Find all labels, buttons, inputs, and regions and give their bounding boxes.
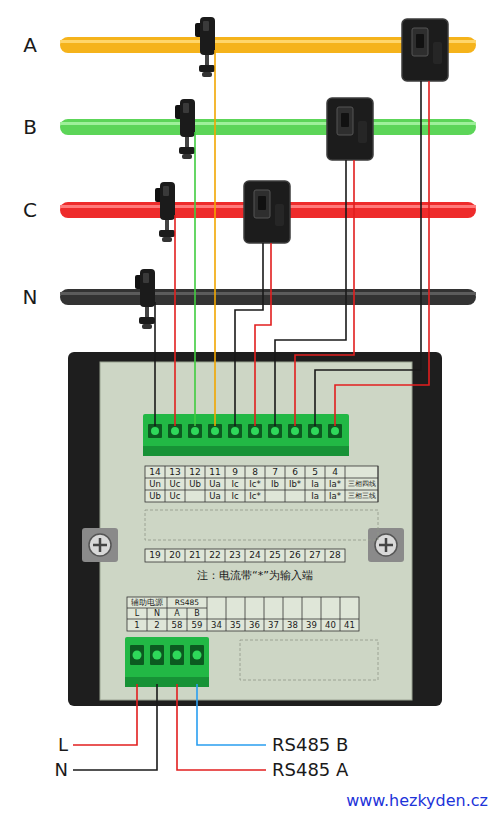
terminal-number: 9	[225, 466, 245, 478]
terminal-signal: Ic*	[245, 490, 265, 502]
terminal-signal: Ia*	[325, 478, 345, 490]
terminal-number: 5	[305, 466, 325, 478]
terminal-number: 11	[205, 466, 225, 478]
terminal-number: 38	[283, 619, 302, 631]
meter-rear-panel	[100, 362, 412, 700]
terminal-signal: Ia*	[325, 490, 345, 502]
terminal-signal: Ua	[205, 490, 225, 502]
current-transformer	[327, 98, 373, 160]
terminal-number: 34	[207, 619, 226, 631]
terminal-number: 8	[245, 466, 265, 478]
phase-label: N	[12, 284, 48, 310]
wire-label: N	[28, 758, 68, 782]
terminal-number: 23	[225, 549, 245, 562]
terminal-number: 14	[145, 466, 165, 478]
wiring-mode: 三相四线	[345, 478, 378, 490]
terminal-signal: Un	[145, 478, 165, 490]
phase-b-cable	[60, 119, 476, 135]
current-wires	[235, 81, 429, 426]
terminal-number: 58	[167, 619, 187, 631]
terminal-number: 22	[205, 549, 225, 562]
terminal-number: 41	[340, 619, 359, 631]
terminal-number: 35	[226, 619, 245, 631]
terminal-signal: Ic*	[245, 478, 265, 490]
terminal-number: 39	[302, 619, 321, 631]
terminal-signal: Ua	[205, 478, 225, 490]
wiring-mode: 三相三线	[345, 490, 378, 502]
current-transformer	[244, 181, 290, 243]
terminal-number-row	[145, 549, 345, 562]
watermark: www.hezkyden.cz	[270, 790, 488, 812]
mounting-clamp	[82, 528, 118, 562]
terminal-number: 21	[185, 549, 205, 562]
wire-label: L	[28, 733, 68, 757]
terminal-signal: Uc	[165, 490, 185, 502]
terminal-signal: A	[167, 608, 187, 619]
terminal-number: 24	[245, 549, 265, 562]
terminal-signal: Uc	[165, 478, 185, 490]
terminal-number: 19	[145, 549, 165, 562]
terminal-number: 27	[305, 549, 325, 562]
terminal-table	[145, 466, 378, 502]
terminal-signal: N	[147, 608, 167, 619]
terminal-number: 4	[325, 466, 345, 478]
terminal-number: 59	[187, 619, 207, 631]
measurement-terminal-block	[143, 414, 349, 456]
table-header: 辅助电源	[127, 597, 167, 608]
mounting-clamp	[368, 528, 404, 562]
terminal-signal: Ub	[185, 478, 205, 490]
terminal-number: 25	[265, 549, 285, 562]
terminal-number: 6	[285, 466, 305, 478]
voltage-clamp	[175, 99, 195, 159]
voltage-clamp	[155, 182, 175, 242]
terminal-signal: Ib	[265, 478, 285, 490]
terminal-number: 2	[147, 619, 167, 631]
terminal-number: 36	[245, 619, 264, 631]
terminal-number: 20	[165, 549, 185, 562]
terminal-number: 28	[325, 549, 345, 562]
terminal-signal: Ia	[305, 478, 325, 490]
phase-label: C	[12, 197, 48, 223]
power-rs485-terminal-block	[125, 637, 209, 687]
phase-label: A	[12, 32, 48, 58]
terminal-signal: Ib*	[285, 478, 305, 490]
terminal-signal: Ub	[145, 490, 165, 502]
terminal-number: 7	[265, 466, 285, 478]
terminal-number: 1	[127, 619, 147, 631]
terminal-signal: Ic	[225, 478, 245, 490]
terminal-number: 12	[185, 466, 205, 478]
mounting-screw	[89, 534, 111, 556]
terminal-number: 37	[264, 619, 283, 631]
wire-label: RS485 B	[272, 733, 432, 757]
aux-terminal-table	[127, 597, 359, 631]
terminal-signal: B	[187, 608, 207, 619]
terminal-number: 13	[165, 466, 185, 478]
current-transformer	[402, 19, 448, 81]
table-header: RS485	[167, 597, 207, 608]
neutral-cable	[60, 289, 476, 305]
voltage-wires	[155, 50, 215, 426]
voltage-clamp	[135, 269, 155, 329]
panel-note: 注：电流带“*”为输入端	[110, 566, 400, 584]
wire-label: RS485 A	[272, 758, 432, 782]
voltage-clamp	[195, 17, 215, 77]
terminal-number: 26	[285, 549, 305, 562]
supply-bus-wires	[73, 684, 266, 770]
terminal-signal: Ic	[225, 490, 245, 502]
phase-label: B	[12, 114, 48, 140]
terminal-number: 40	[321, 619, 340, 631]
terminal-signal: Ia	[305, 490, 325, 502]
terminal-signal: L	[127, 608, 147, 619]
